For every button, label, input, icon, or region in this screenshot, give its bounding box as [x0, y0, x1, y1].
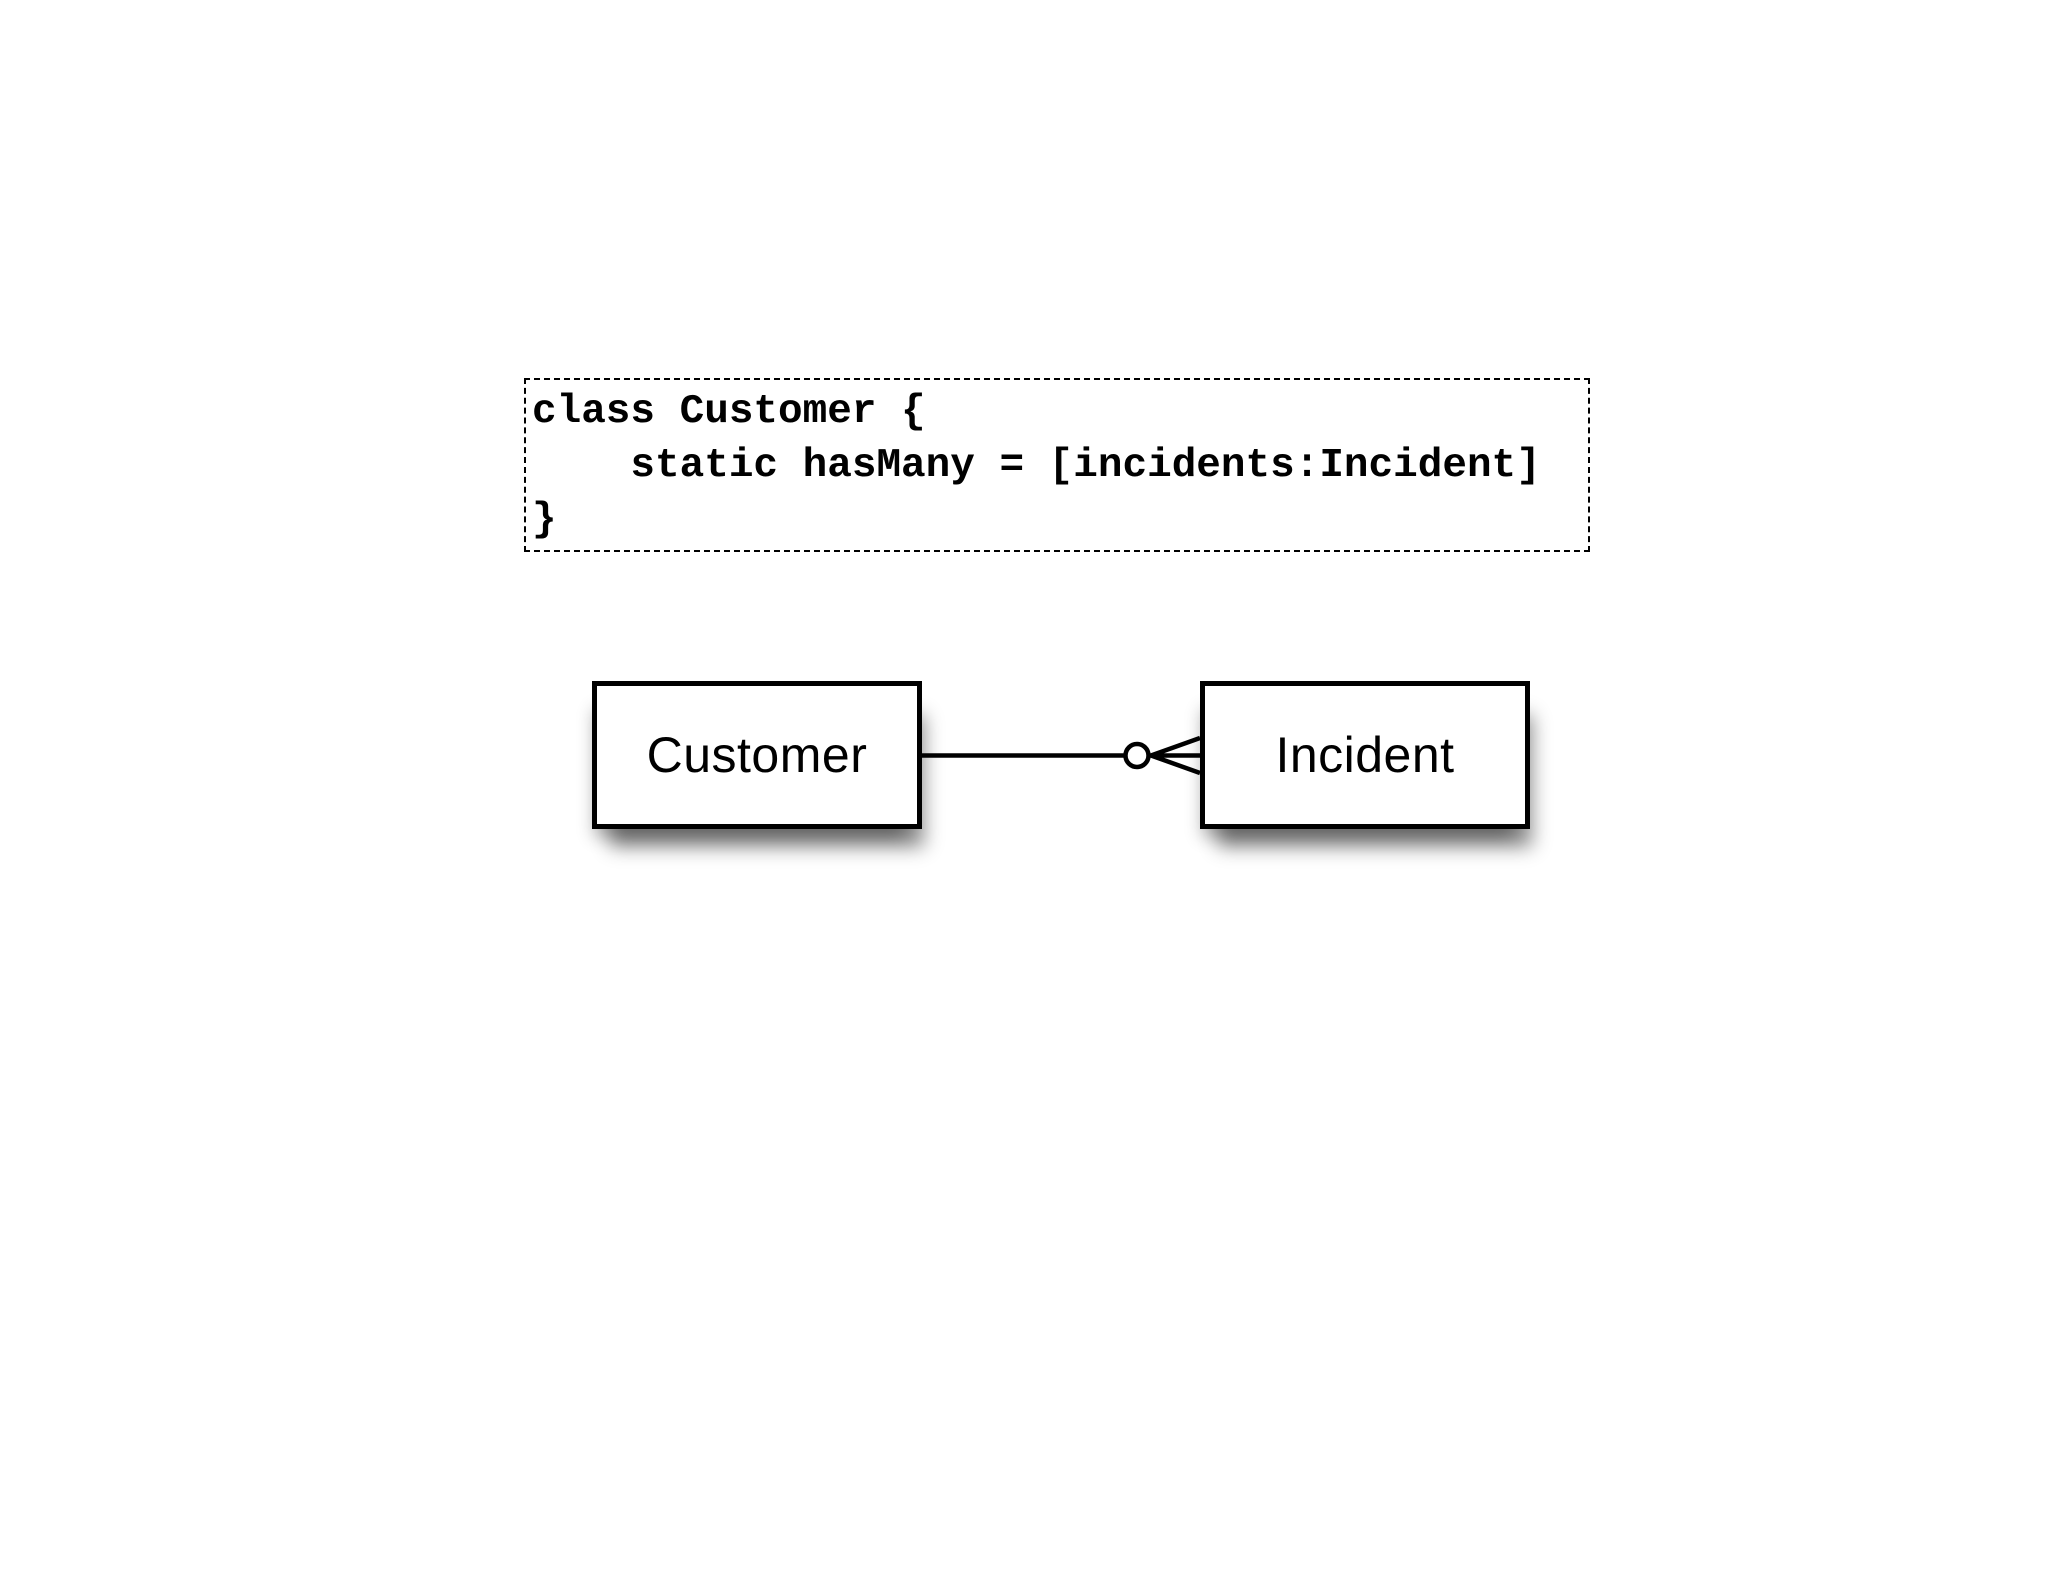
code-line-3: }: [532, 497, 557, 543]
entity-incident-label: Incident: [1275, 727, 1455, 783]
code-line-2: static hasMany = [incidents:Incident]: [532, 443, 1541, 489]
entity-incident: Incident: [1200, 681, 1530, 829]
zero-ring-icon: [1123, 741, 1151, 770]
crows-foot-icon: [1148, 735, 1201, 776]
entity-customer-label: Customer: [646, 727, 868, 783]
code-snippet-box: class Customer { static hasMany = [incid…: [524, 378, 1590, 552]
code-line-1: class Customer {: [532, 389, 926, 435]
entity-customer: Customer: [592, 681, 922, 829]
